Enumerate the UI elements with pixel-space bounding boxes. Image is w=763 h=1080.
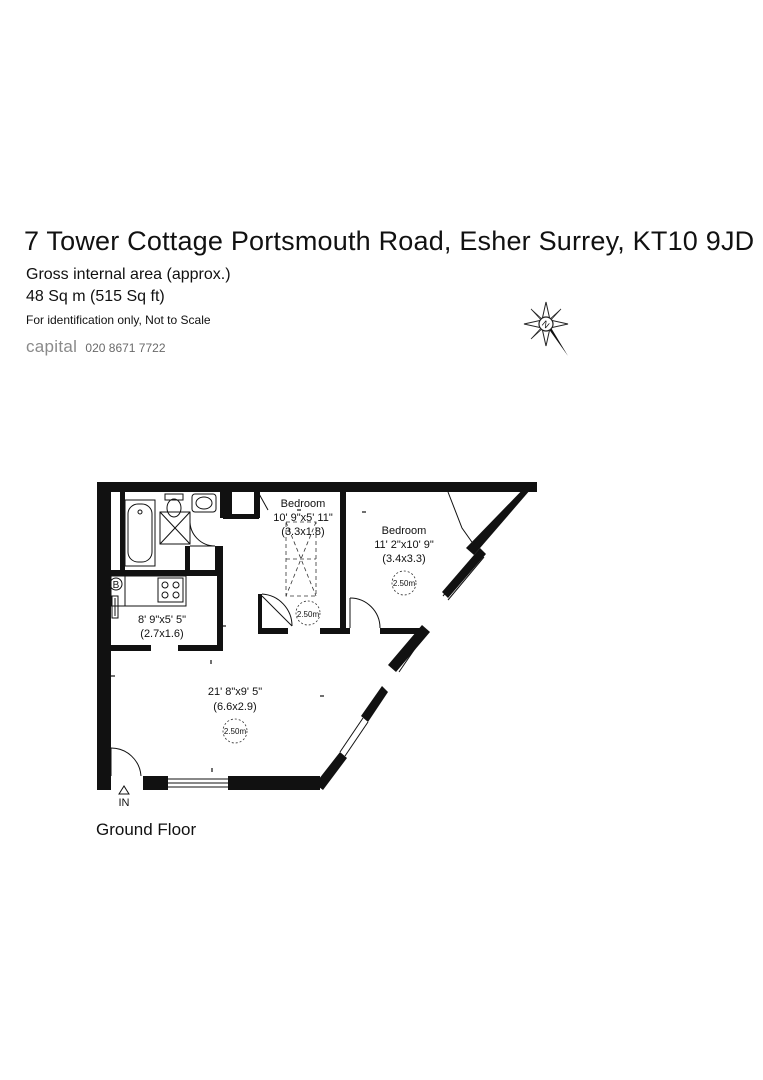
bedroom2-imperial: 11' 2"x10' 9" [374,539,434,551]
bedroom2-metric: (3.4x3.3) [382,553,425,565]
bedroom1-imperial: 10' 9"x5' 11" [273,512,333,524]
agent-brand: capital 020 8671 7722 [26,337,166,357]
gross-area-value: 48 Sq m (515 Sq ft) [26,288,165,305]
bedroom1-metric: (3.3x1.8) [281,526,324,538]
brand-phone: 020 8671 7722 [85,341,166,355]
entrance-label: IN [119,797,130,809]
ceiling-height-ring-bedroom2 [391,570,417,596]
living-imperial: 21' 8"x9' 5" [208,686,262,698]
bedroom1-height: 2.50m [297,610,320,619]
ceiling-height-ring-bedroom1 [295,600,321,626]
compass-north-letter: N [540,318,551,330]
interior-walls [111,492,420,651]
shower-tray [159,511,191,545]
windows [168,552,485,788]
living-metric: (6.6x2.9) [213,701,256,713]
entrance-marker: IN [118,785,130,809]
kitchen-units [109,575,187,619]
compass-rose-icon: N [523,301,569,356]
wardrobe [285,521,317,597]
toilet [164,493,184,518]
kitchen-imperial: 8' 9"x5' 5" [138,614,186,626]
wall-ticks [111,509,366,772]
bathtub [124,499,156,567]
living-height: 2.50m [224,727,247,736]
ceiling-height-ring-living [222,718,248,744]
gross-area-label: Gross internal area (approx.) [26,266,231,283]
basin [191,493,217,513]
property-address-title: 7 Tower Cottage Portsmouth Road, Esher S… [24,226,755,256]
scale-disclaimer: For identification only, Not to Scale [26,313,211,327]
outer-walls [97,482,537,790]
floor-label: Ground Floor [96,820,197,839]
bedroom2-name: Bedroom [382,525,427,537]
brand-logo-text: capital [26,337,78,356]
boiler-label: B [113,580,120,591]
bedroom2-height: 2.50m [393,579,416,588]
bedroom1-name: Bedroom [281,498,326,510]
kitchen-metric: (2.7x1.6) [140,628,183,640]
